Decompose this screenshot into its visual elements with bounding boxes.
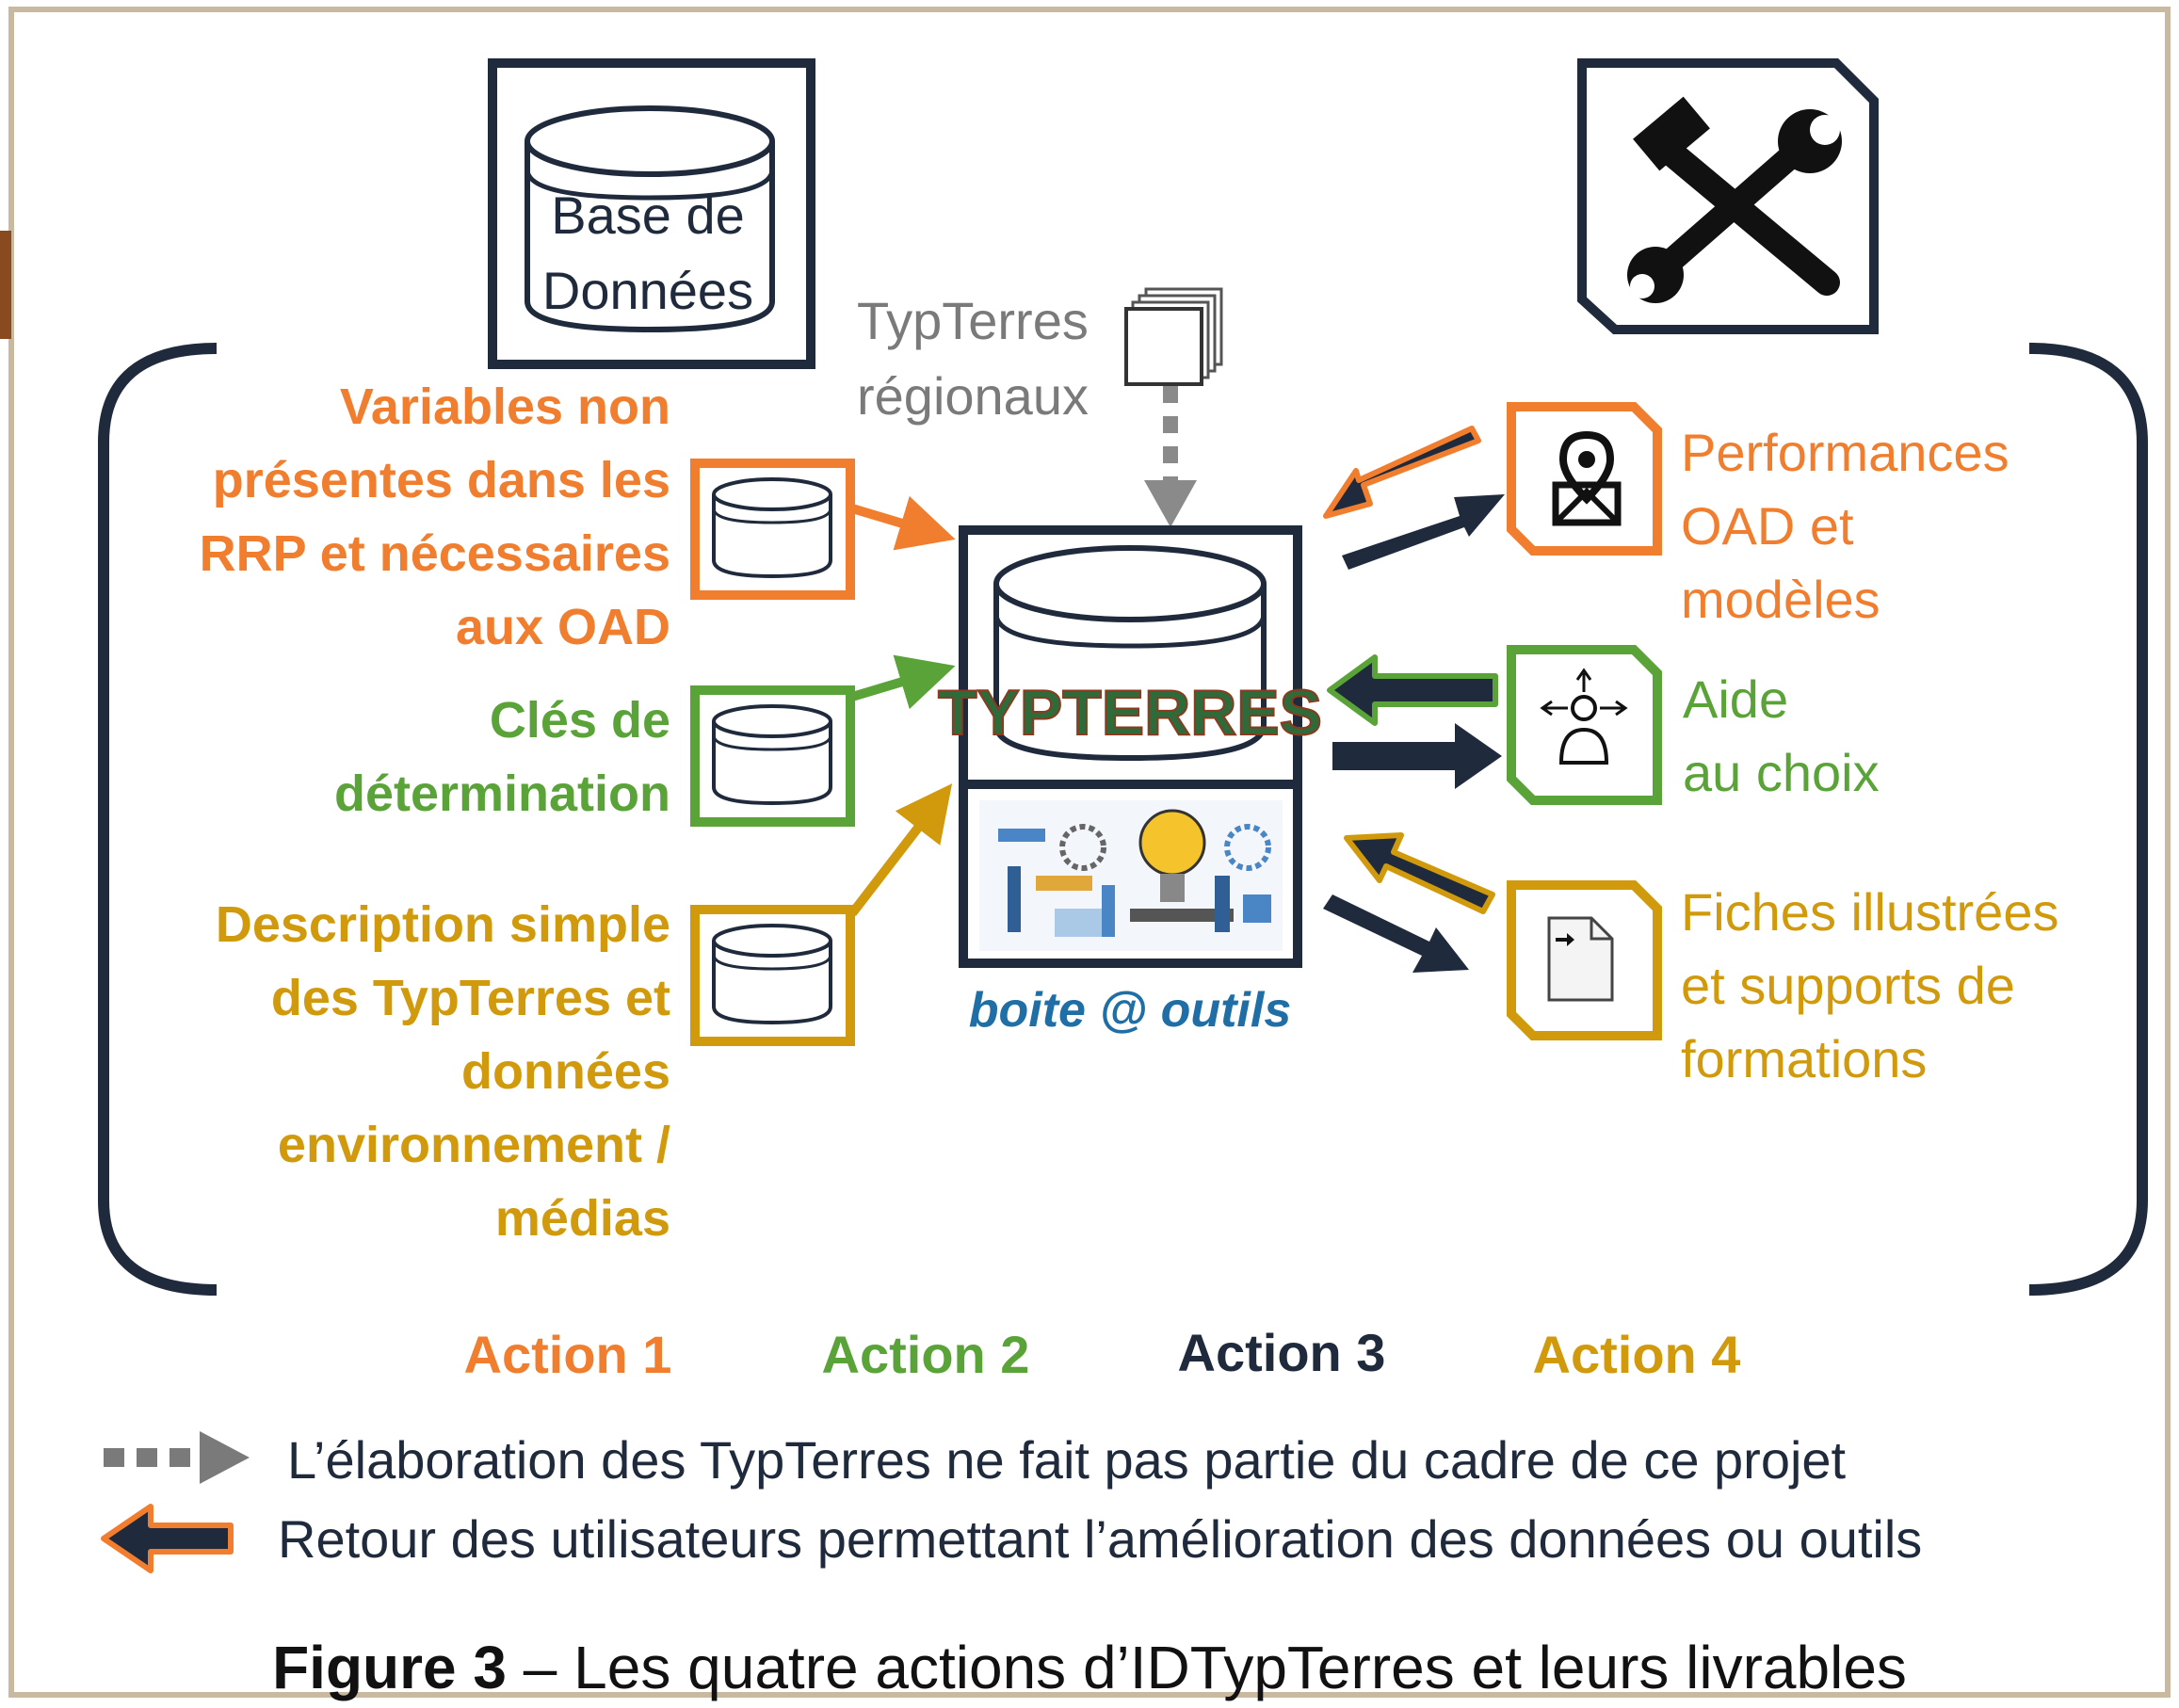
typterres-cylinder-icon bbox=[993, 545, 1267, 762]
right-box-fiches bbox=[1507, 880, 1662, 1040]
legend-dashed-arrow-icon bbox=[104, 1431, 250, 1484]
map-pin-icon bbox=[1552, 430, 1622, 526]
arrow-action1-to-central bbox=[850, 495, 956, 551]
left-db-box-action4 bbox=[690, 905, 855, 1046]
legend-dashed-text: L’élaboration des TypTerres ne fait pas … bbox=[287, 1430, 1847, 1490]
left-label-action2: Clés de détermination bbox=[334, 692, 670, 822]
right-box-performance bbox=[1507, 402, 1662, 556]
left-label-line: aux OAD bbox=[456, 599, 670, 655]
regional-label-line2: régionaux bbox=[857, 366, 1089, 426]
left-bracket bbox=[98, 343, 218, 1296]
small-cylinder-icon bbox=[712, 924, 832, 1025]
right-box-aide bbox=[1507, 645, 1662, 805]
left-label-action4: Description simple des TypTerres et donn… bbox=[216, 896, 670, 1247]
right-label-line: Performances bbox=[1681, 423, 2010, 482]
left-label-action1: Variables non présentes dans les RRP et … bbox=[200, 379, 670, 655]
right-label-performance: Performances OAD et modèles bbox=[1681, 423, 2010, 629]
left-label-line: RRP et nécessaires bbox=[200, 525, 670, 582]
left-label-line: Clés de bbox=[490, 692, 670, 749]
toolbox-illustration bbox=[979, 800, 1283, 951]
right-label-line: Fiches illustrées bbox=[1681, 882, 2058, 942]
typterres-logo: TYPTERRES bbox=[938, 677, 1322, 749]
figure-caption: Figure 3 – Les quatre actions d’IDTypTer… bbox=[272, 1634, 1907, 1701]
left-label-line: médias bbox=[495, 1190, 670, 1247]
arrow-action2-to-central bbox=[850, 654, 956, 710]
exchange-arrows-fiches bbox=[1323, 832, 1495, 973]
typterres-central-box: TYPTERRES bbox=[937, 525, 1323, 968]
legend-feedback-text: Retour des utilisateurs permettant l’amé… bbox=[278, 1509, 1922, 1569]
right-label-aide: Aide au choix bbox=[1683, 669, 1880, 802]
legend-feedback-arrow-icon bbox=[101, 1504, 234, 1573]
edge-tab bbox=[0, 231, 11, 339]
toolbox-label: boite @ outils bbox=[969, 983, 1291, 1038]
regional-label-line1: TypTerres bbox=[857, 291, 1089, 350]
left-label-line: des TypTerres et bbox=[271, 970, 670, 1026]
database-box: Base de Données bbox=[488, 58, 815, 369]
database-label-line2: Données bbox=[542, 261, 753, 320]
hammer-wrench-icon bbox=[1627, 96, 1842, 303]
exchange-arrows-aide bbox=[1327, 654, 1502, 789]
right-label-line: au choix bbox=[1683, 743, 1880, 802]
left-label-line: présentes dans les bbox=[213, 452, 670, 508]
left-label-line: Description simple bbox=[216, 896, 670, 953]
person-choice-icon bbox=[1540, 668, 1628, 765]
action-3-label: Action 3 bbox=[1178, 1323, 1386, 1382]
right-label-line: et supports de bbox=[1681, 956, 2015, 1015]
right-bracket bbox=[2028, 343, 2148, 1296]
small-cylinder-icon bbox=[712, 477, 832, 579]
right-label-line: Aide bbox=[1683, 669, 1788, 729]
left-db-box-action2 bbox=[690, 685, 855, 827]
exchange-arrows-performance bbox=[1323, 426, 1505, 570]
document-icon bbox=[1547, 916, 1614, 1002]
right-label-fiches: Fiches illustrées et supports de formati… bbox=[1681, 882, 2058, 1088]
action-2-label: Action 2 bbox=[822, 1325, 1030, 1384]
tools-box bbox=[1577, 58, 1879, 334]
arrow-action4-to-central bbox=[848, 783, 953, 917]
right-label-line: formations bbox=[1681, 1029, 1927, 1088]
left-label-line: détermination bbox=[334, 765, 670, 822]
left-db-box-action1 bbox=[690, 459, 855, 600]
caption-bold: Figure 3 bbox=[272, 1634, 507, 1701]
stacked-pages-icon bbox=[1124, 287, 1223, 386]
left-label-line: données bbox=[461, 1043, 670, 1100]
database-label-line1: Base de bbox=[551, 185, 745, 245]
left-label-line: environnement / bbox=[278, 1117, 670, 1173]
dashed-arrow-head bbox=[1144, 480, 1197, 527]
right-label-line: OAD et bbox=[1681, 496, 1854, 556]
database-cylinder-icon bbox=[525, 105, 775, 333]
action-4-label: Action 4 bbox=[1533, 1325, 1741, 1384]
small-cylinder-icon bbox=[712, 704, 832, 806]
action-1-label: Action 1 bbox=[464, 1325, 672, 1384]
right-label-line: modèles bbox=[1681, 570, 1880, 629]
caption-rest: – Les quatre actions d’IDTypTerres et le… bbox=[507, 1634, 1907, 1701]
left-label-line: Variables non bbox=[340, 379, 670, 435]
